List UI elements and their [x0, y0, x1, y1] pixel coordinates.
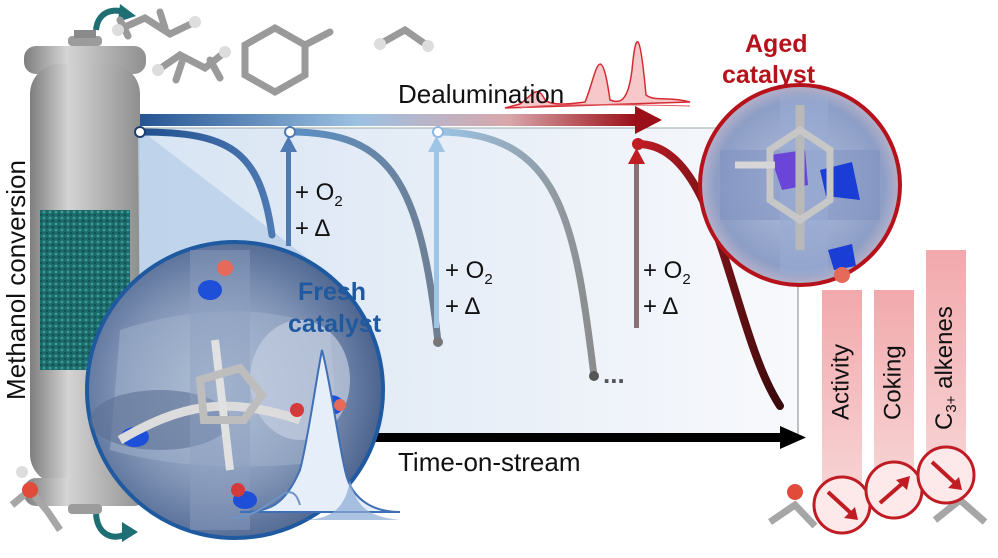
x-axis-label: Time-on-stream [398, 447, 581, 477]
bar-label-activity: Activity [827, 344, 854, 420]
regeneration-arrows [280, 136, 645, 328]
trend-arrow-icon [812, 475, 872, 535]
regen-o2-label-1: + O2 [295, 179, 343, 210]
curve-3-start-dot [432, 126, 444, 138]
molecule-icon [114, 8, 432, 97]
curve-3 [434, 128, 598, 380]
aged-label-line1: Aged [745, 30, 808, 58]
zeolite-pore-icon [698, 83, 902, 287]
dealumination-arrow [130, 106, 662, 134]
regen-heat-label-1: + Δ [295, 215, 330, 242]
curve-4-start-dot [632, 138, 644, 150]
trend-arrow-icon [916, 445, 976, 505]
curve-2-end-dot [433, 337, 443, 347]
aged-label-line2: catalyst [722, 61, 816, 89]
spectrum-peak-icon [504, 41, 691, 109]
bar-activity [822, 290, 862, 490]
x-axis-arrow [300, 426, 806, 449]
bar-label-alkenes: C3+ alkenes [931, 306, 960, 430]
curve-1-start-dot [134, 126, 146, 138]
fresh-label-line2: catalyst [288, 310, 382, 338]
curve-3-end-dot [589, 371, 599, 381]
dealumination-label: Dealumination [398, 79, 564, 109]
regen-o2-label-3: + O2 [643, 257, 691, 288]
regen-heat-label-3: + Δ [643, 293, 678, 320]
trend-arrow-icon [864, 460, 924, 520]
bar-label-coking: Coking [879, 345, 906, 420]
y-axis-label: Methanol conversion [1, 160, 31, 400]
curve-1 [136, 128, 276, 239]
fresh-label-line1: Fresh [298, 278, 366, 306]
bar-coking [874, 290, 914, 480]
regen-o2-label-2: + O2 [445, 257, 493, 288]
zeolite-pore-icon [85, 240, 401, 540]
curve-2-start-dot [284, 126, 296, 138]
property-bars [822, 250, 966, 490]
molecule-icon [112, 16, 434, 76]
regen-heat-label-2: + Δ [445, 293, 480, 320]
curve-2 [286, 128, 442, 346]
bar-alkenes [926, 250, 966, 470]
ellipsis-label: ... [603, 359, 625, 389]
